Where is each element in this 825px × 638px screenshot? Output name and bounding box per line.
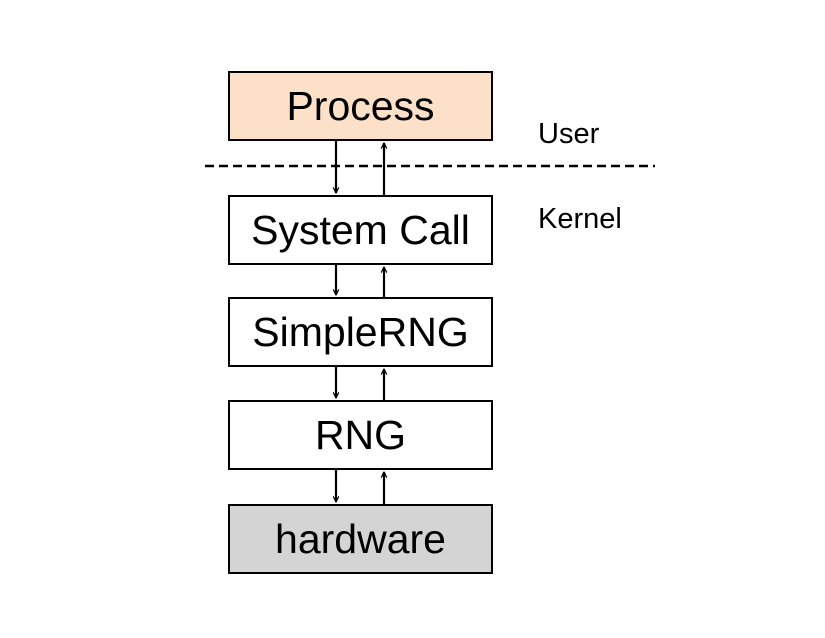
system-call-box: System Call xyxy=(228,195,493,265)
kernel-zone-label: Kernel xyxy=(538,203,622,235)
process-box: Process xyxy=(228,71,493,141)
rng-box: RNG xyxy=(228,400,493,470)
hardware-box: hardware xyxy=(228,504,493,574)
user-zone-label: User xyxy=(538,118,600,150)
simplerng-box: SimpleRNG xyxy=(228,297,493,367)
